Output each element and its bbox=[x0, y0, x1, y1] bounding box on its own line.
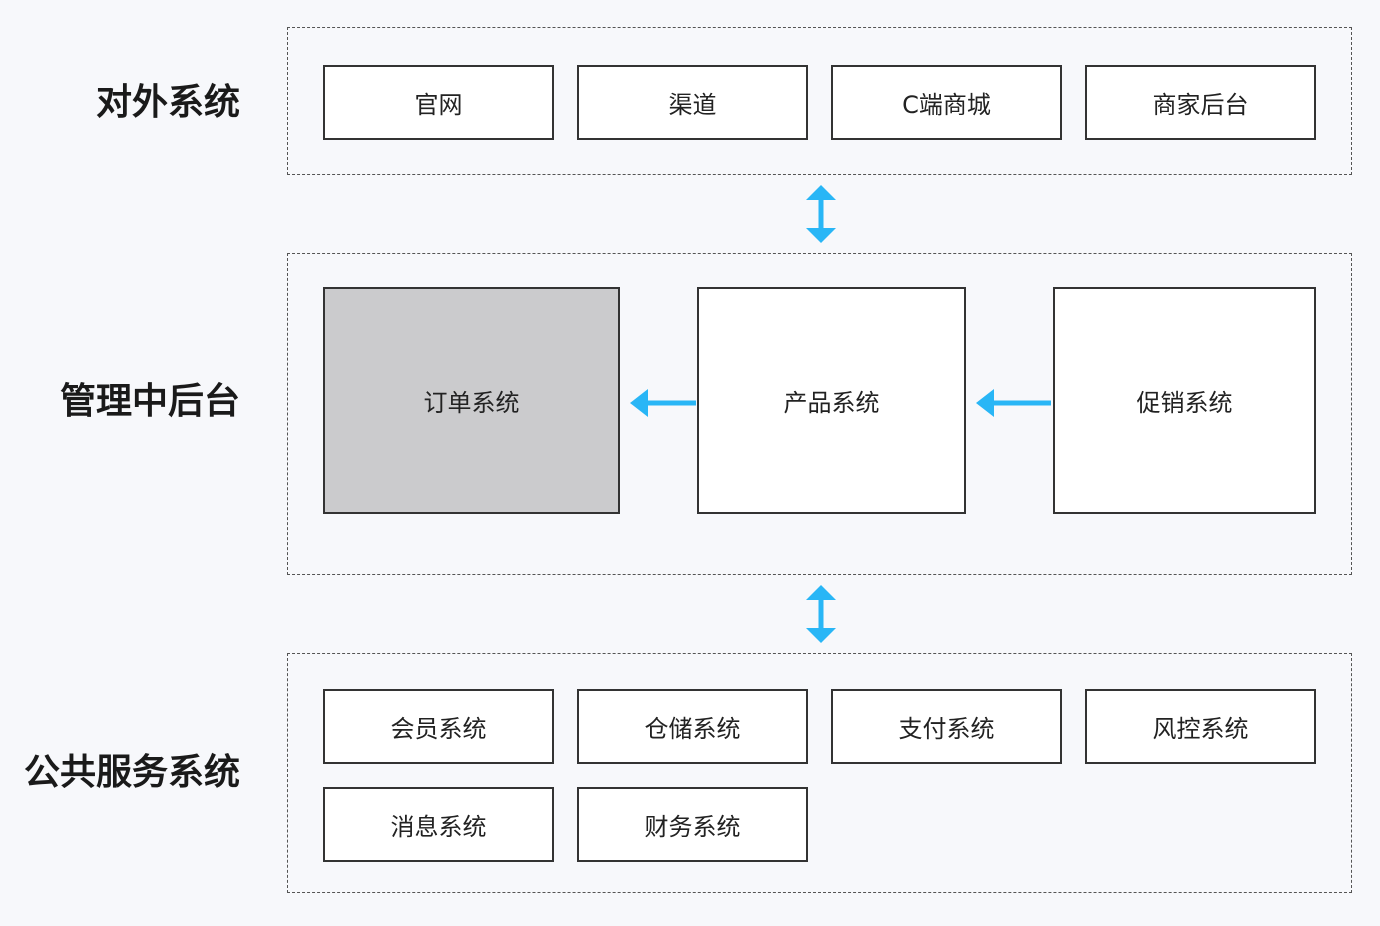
box-payment-system: 支付系统 bbox=[831, 689, 1062, 764]
layer-public bbox=[287, 653, 1352, 893]
box-message-system: 消息系统 bbox=[323, 787, 554, 862]
box-risk-control-system: 风控系统 bbox=[1085, 689, 1316, 764]
box-finance-system: 财务系统 bbox=[577, 787, 808, 862]
box-order-system: 订单系统 bbox=[323, 287, 620, 514]
double-arrow-vertical-2 bbox=[806, 585, 836, 643]
double-arrow-vertical-1 bbox=[806, 185, 836, 243]
arrow-product-to-order bbox=[630, 389, 696, 417]
box-channel: 渠道 bbox=[577, 65, 808, 140]
layer-management bbox=[287, 253, 1352, 575]
box-member-system: 会员系统 bbox=[323, 689, 554, 764]
box-official-site: 官网 bbox=[323, 65, 554, 140]
layer-label-external: 对外系统 bbox=[95, 82, 240, 123]
arrow-promotion-to-product bbox=[976, 389, 1051, 417]
box-warehouse-system: 仓储系统 bbox=[577, 689, 808, 764]
box-promotion-system: 促销系统 bbox=[1053, 287, 1316, 514]
layer-label-public: 公共服务系统 bbox=[23, 752, 240, 793]
box-merchant-backend: 商家后台 bbox=[1085, 65, 1316, 140]
layer-external bbox=[287, 27, 1352, 175]
box-c-mall: C端商城 bbox=[831, 65, 1062, 140]
layer-label-management: 管理中后台 bbox=[59, 381, 240, 422]
box-product-system: 产品系统 bbox=[697, 287, 966, 514]
